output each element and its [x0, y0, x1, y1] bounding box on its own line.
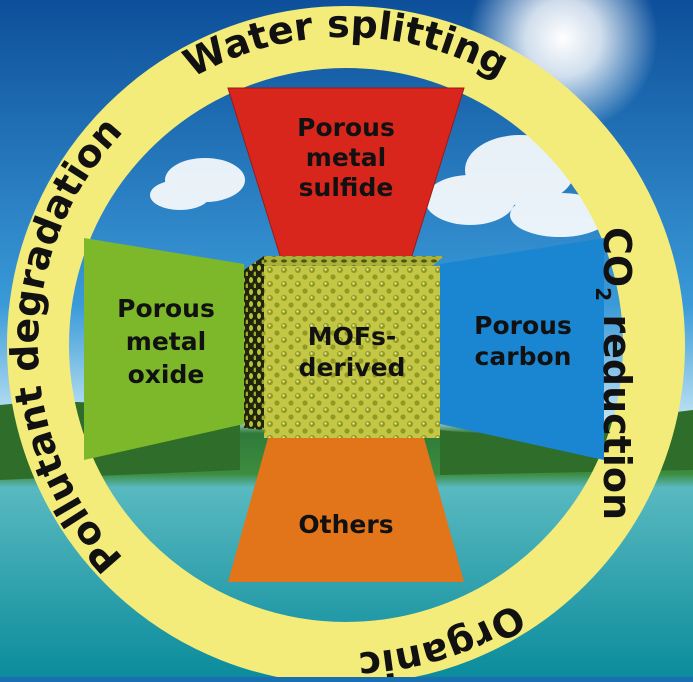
panel-top-label-line3: sulfide — [299, 173, 394, 202]
application-ring — [7, 6, 685, 682]
panel-top-label-line2: metal — [306, 143, 386, 172]
center-label-line1: MOFs- — [308, 322, 396, 351]
mof-cube — [244, 256, 444, 438]
panel-bottom-label: Others — [298, 510, 393, 539]
panel-left-label-line3: oxide — [128, 360, 205, 389]
svg-text:CO2 reduction: CO2 reduction — [591, 227, 639, 520]
ring-label-right-subscript: 2 — [591, 287, 615, 301]
ring-label-right-co: CO — [595, 227, 639, 287]
ring-label-right-rest: reduction — [595, 301, 639, 520]
panel-right — [440, 238, 604, 460]
panel-right-label-line2: carbon — [475, 342, 572, 371]
panel-left-label-line1: Porous — [117, 294, 215, 323]
panel-bottom — [228, 438, 464, 582]
ring-label-right: CO2 reduction — [591, 227, 639, 520]
panel-left-label-line2: metal — [126, 327, 206, 356]
panel-right-label-line1: Porous — [474, 311, 572, 340]
panel-top-label-line1: Porous — [297, 113, 395, 142]
center-label-line2: derived — [299, 353, 406, 382]
panel-left — [84, 238, 244, 460]
